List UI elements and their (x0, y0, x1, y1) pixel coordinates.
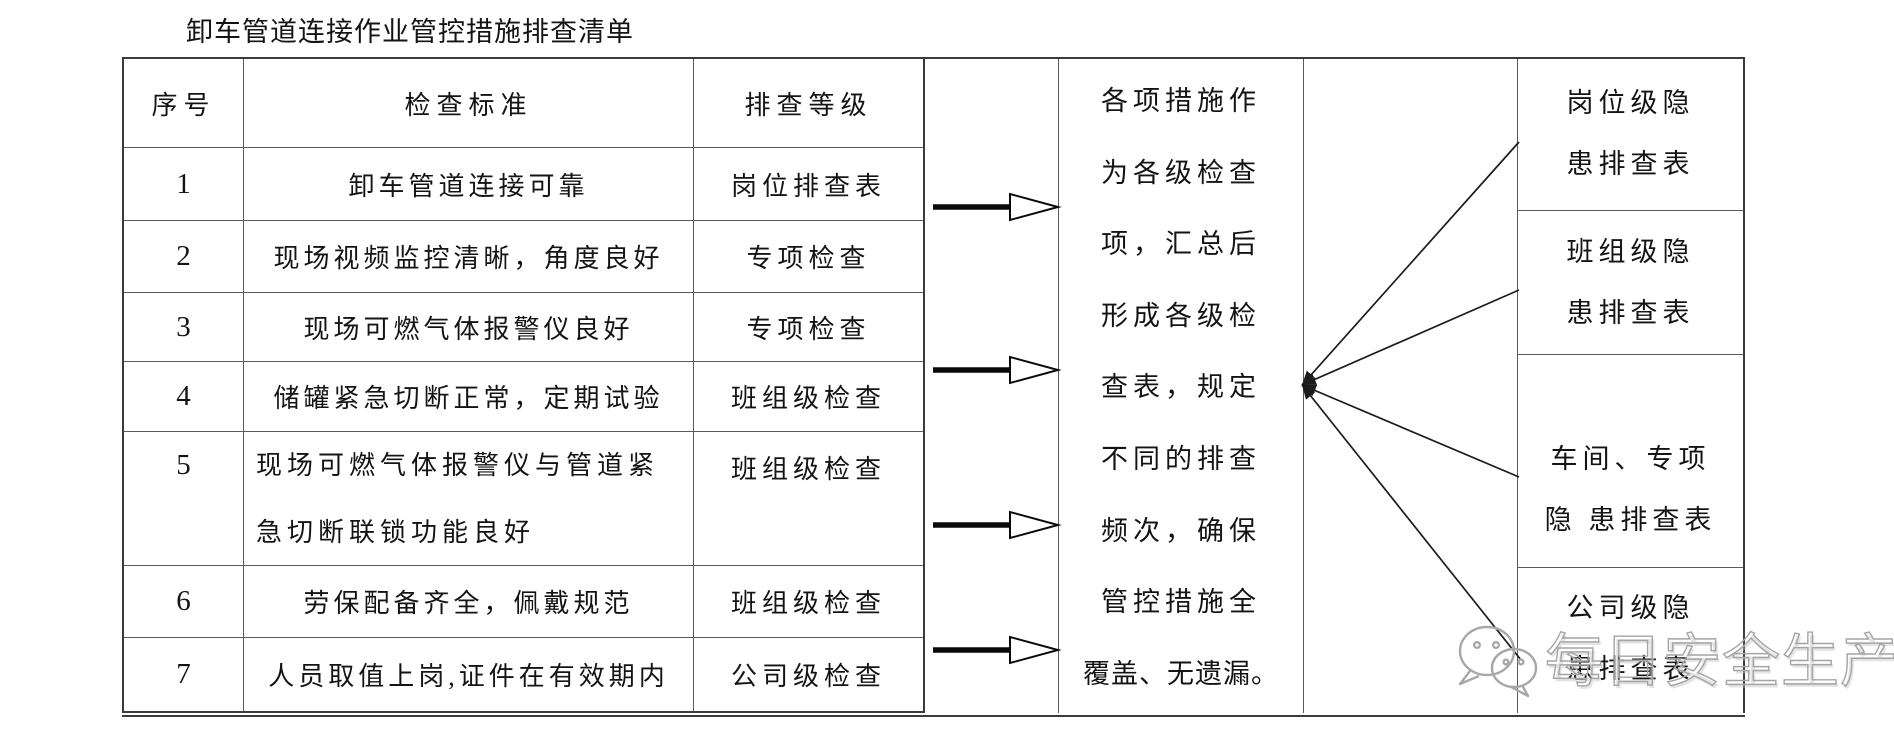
summary-line: 管控措施全 (1101, 587, 1261, 618)
watermark-text: 每日安全生产 (1544, 628, 1894, 694)
flow-arrow-icon (933, 355, 1062, 385)
row-level: 公司级检查 (730, 662, 886, 691)
summary-line: 查表，规定 (1101, 372, 1261, 403)
output-box: 岗位级隐患排查表 (1518, 57, 1743, 211)
output-box-line: 班组级隐 (1566, 236, 1695, 267)
summary-line: 各项措施作 (1101, 86, 1261, 117)
output-box-line: 车间、专项 (1550, 444, 1711, 474)
row-standard: 劳保配备齐全，佩戴规范 (244, 566, 694, 637)
fan-lines (1301, 141, 1522, 661)
row-standard: 储罐紧急切断正常，定期试验 (244, 362, 694, 431)
output-boxes-column: 岗位级隐患排查表班组级隐患排查表车间、专项隐 患排查表公司级隐患排查表 (1517, 57, 1745, 713)
header-no: 序号 (124, 59, 244, 147)
row-level: 班组级检查 (730, 455, 886, 484)
summary-line: 形成各级检 (1101, 300, 1261, 331)
row-level: 岗位排查表 (730, 171, 886, 201)
output-box-line: 岗位级隐 (1566, 87, 1695, 118)
summary-box: 各项措施作为各级检查项，汇总后形成各级检查表，规定不同的排查频次，确保管控措施全… (1058, 57, 1304, 713)
output-box-line: 患排查表 (1566, 297, 1695, 328)
header-standard: 检查标准 (244, 59, 694, 147)
header-level: 排查等级 (744, 90, 873, 120)
output-box-line: 患排查表 (1566, 148, 1695, 179)
flow-arrow-icon (933, 635, 1062, 665)
output-box: 车间、专项隐 患排查表 (1518, 355, 1743, 568)
summary-line: 为各级检查 (1101, 157, 1261, 188)
output-box-line: 公司级隐 (1566, 592, 1695, 623)
row-standard: 现场视频监控清晰，角度良好 (244, 221, 694, 292)
row-level: 专项检查 (746, 314, 871, 344)
row-level: 班组级检查 (730, 384, 886, 413)
output-box-line: 患排查表 (1566, 653, 1695, 684)
row-number: 2 (124, 221, 244, 292)
row-number: 4 (124, 362, 244, 431)
row-number: 7 (124, 638, 244, 711)
row-standard: 卸车管道连接可靠 (244, 148, 694, 220)
summary-line: 项，汇总后 (1101, 229, 1261, 260)
row-standard: 现场可燃气体报警仪良好 (244, 293, 694, 361)
output-box-line: 隐 患排查表 (1544, 505, 1717, 535)
summary-line: 频次，确保 (1101, 515, 1261, 546)
row-standard: 现场可燃气体报警仪与管道紧急切断联锁功能良好 (244, 432, 694, 565)
page-title: 卸车管道连接作业管控措施排查清单 (186, 17, 634, 47)
table-header-row: 序号 检查标准 排查等级 (124, 59, 923, 148)
summary-line: 覆盖、无遗漏。 (1083, 658, 1279, 689)
row-number: 6 (124, 566, 244, 637)
row-number: 3 (124, 293, 244, 361)
summary-line: 不同的排查 (1101, 444, 1261, 474)
wechat-icon (1458, 625, 1538, 698)
row-number: 1 (124, 148, 244, 220)
output-box: 班组级隐患排查表 (1518, 211, 1743, 355)
flow-arrow-icon (933, 510, 1062, 540)
flow-arrow-icon (933, 192, 1062, 222)
row-level: 班组级检查 (730, 589, 886, 618)
output-box: 公司级隐患排查表 (1518, 568, 1743, 709)
row-level: 专项检查 (746, 244, 871, 273)
row-number: 5 (124, 432, 244, 565)
row-standard: 人员取值上岗,证件在有效期内 (244, 638, 694, 711)
